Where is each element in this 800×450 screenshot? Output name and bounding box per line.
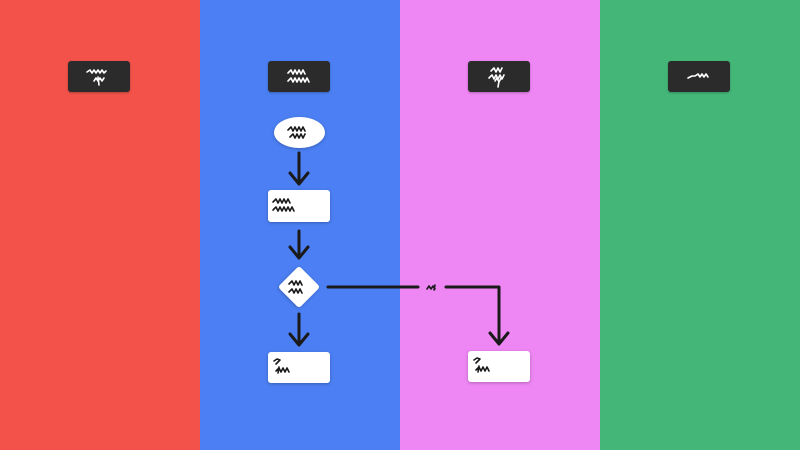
swimlane-1-header-scribble — [86, 69, 107, 86]
swimlane-1-header[interactable] — [68, 61, 130, 92]
end-node-right-scribble — [473, 357, 490, 373]
swimlane-4-header-scribble — [687, 73, 709, 79]
process-node[interactable] — [268, 190, 330, 222]
edge-label-scribble — [426, 284, 436, 291]
swimlane-2-header[interactable] — [268, 61, 330, 92]
swimlane-3-header-scribble — [488, 67, 505, 88]
swimlane-4-header[interactable] — [668, 61, 730, 92]
edge-decision-to-end-right[interactable] — [326, 285, 510, 346]
swimlane-3-header[interactable] — [468, 61, 530, 92]
swimlane-4 — [600, 0, 800, 450]
edge-process-to-decision[interactable] — [288, 229, 310, 260]
process-node-scribble — [272, 198, 295, 212]
swimlane-1 — [0, 0, 200, 450]
end-node-right[interactable] — [468, 351, 530, 382]
end-node-left[interactable] — [268, 352, 330, 383]
edge-decision-to-end-left[interactable] — [288, 312, 310, 347]
swimlane-2-header-scribble — [287, 69, 310, 83]
edge-start-to-process[interactable] — [288, 151, 310, 186]
start-node[interactable] — [274, 117, 325, 148]
start-node-scribble — [287, 126, 306, 139]
end-node-left-scribble — [273, 358, 290, 374]
